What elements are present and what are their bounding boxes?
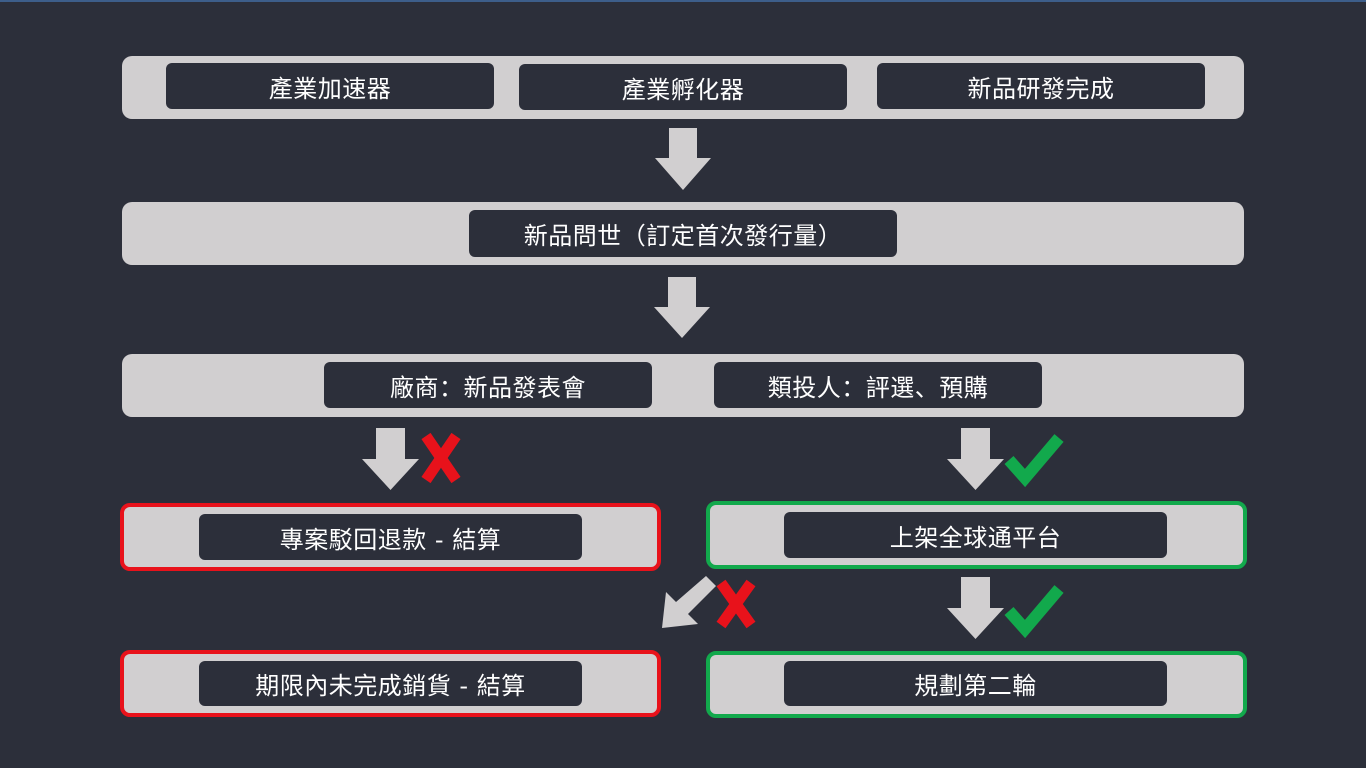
cross-icon — [716, 579, 756, 629]
check-icon — [1004, 434, 1064, 488]
node-investor-evaluation: 類投人：評選、預購 — [714, 362, 1042, 408]
node-refund-settlement: 專案駁回退款 - 結算 — [199, 514, 582, 560]
down-arrow-icon — [362, 428, 419, 490]
down-arrow-icon — [654, 277, 710, 338]
node-next-round: 規劃第二輪 — [784, 661, 1167, 706]
check-icon — [1004, 585, 1064, 639]
diagonal-arrow-icon — [662, 576, 716, 628]
node-vendor-launch-event: 廠商：新品發表會 — [324, 362, 652, 408]
top-accent-line — [0, 0, 1366, 2]
cross-icon — [421, 432, 461, 484]
node-incubator: 產業孵化器 — [519, 64, 847, 110]
node-new-product-launch: 新品問世（訂定首次發行量） — [469, 210, 897, 257]
node-global-platform: 上架全球通平台 — [784, 512, 1167, 558]
evaluation-band — [122, 354, 1244, 417]
down-arrow-icon — [947, 577, 1004, 639]
node-rnd-complete: 新品研發完成 — [877, 63, 1205, 109]
down-arrow-icon — [655, 128, 711, 190]
node-accelerator: 產業加速器 — [166, 63, 494, 109]
node-unsold-settlement: 期限內未完成銷貨 - 結算 — [199, 661, 582, 706]
down-arrow-icon — [947, 428, 1004, 490]
